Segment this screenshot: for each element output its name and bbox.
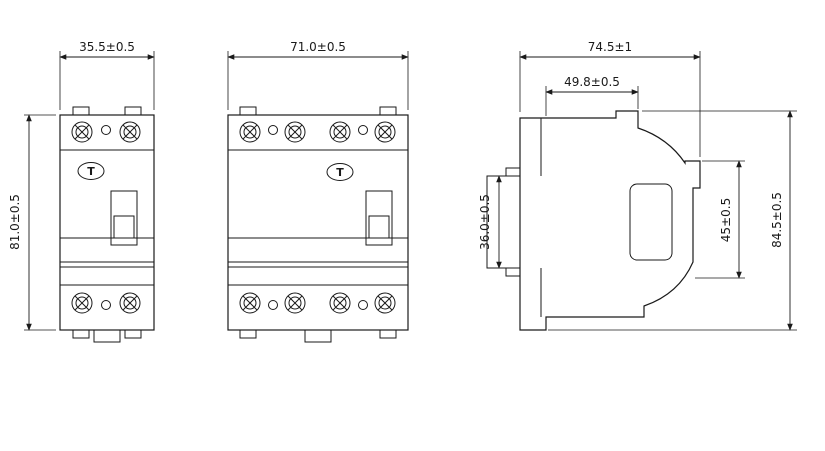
screw-terminal-icon	[284, 292, 306, 314]
mounting-tab	[239, 329, 257, 339]
test-button: T	[77, 162, 105, 180]
mounting-tab	[124, 106, 142, 116]
side-view: 74.5±1 49.8±0.5 36.0±0.5 45±0.5	[478, 40, 797, 331]
toggle-frame	[365, 190, 393, 246]
clip-hook	[505, 267, 521, 277]
dim-label: 74.5±1	[588, 40, 632, 54]
indicator-hole	[268, 125, 278, 135]
test-button-label: T	[87, 165, 95, 178]
screw-terminal-icon	[374, 121, 396, 143]
dim-label: 35.5±0.5	[79, 40, 135, 54]
mounting-tab	[239, 106, 257, 116]
screw-terminal-icon	[119, 292, 141, 314]
toggle-handle	[113, 215, 135, 239]
rail-clip-plate	[486, 175, 521, 269]
mounting-tab	[379, 106, 397, 116]
screw-terminal-icon	[239, 121, 261, 143]
indicator-hole	[358, 300, 368, 310]
dim-side-overall-height: 84.5±0.5	[548, 110, 797, 331]
screw-terminal-icon	[239, 292, 261, 314]
test-button-icon	[326, 163, 354, 181]
toggle-switch	[110, 190, 138, 246]
indicator-hole	[268, 300, 278, 310]
test-button-label: T	[336, 166, 344, 179]
indicator-hole	[101, 125, 111, 135]
screw-terminal-icon	[329, 292, 351, 314]
din-clip	[304, 329, 332, 343]
din-clip	[93, 329, 121, 343]
screw-terminal-icon	[71, 121, 93, 143]
front-view-4pole: T 71.0±0.5	[227, 40, 409, 343]
top-terminals	[71, 121, 141, 143]
screw-terminal-icon	[119, 121, 141, 143]
mounting-tab	[72, 106, 90, 116]
dim-label: 84.5±0.5	[770, 192, 784, 248]
bottom-terminals	[239, 292, 396, 314]
dim-label: 36.0±0.5	[478, 194, 492, 250]
side-profile-outline	[519, 110, 701, 331]
test-button-icon	[77, 162, 105, 180]
dim-4pole-width: 71.0±0.5	[227, 40, 409, 110]
front-view-2pole: T 35.5±0.5	[8, 40, 155, 343]
indicator-hole	[358, 125, 368, 135]
dim-label: 81.0±0.5	[8, 194, 22, 250]
toggle-frame	[110, 190, 138, 246]
mounting-tab	[379, 329, 397, 339]
dim-side-overall-width: 74.5±1	[519, 40, 701, 157]
mounting-tab	[72, 329, 90, 339]
test-button: T	[326, 163, 354, 181]
dim-label: 45±0.5	[719, 198, 733, 242]
dim-label: 71.0±0.5	[290, 40, 346, 54]
front-window	[629, 183, 673, 261]
toggle-switch	[365, 190, 393, 246]
top-terminals	[239, 121, 396, 143]
dim-label: 49.8±0.5	[564, 75, 620, 89]
screw-terminal-icon	[374, 292, 396, 314]
bottom-terminals	[71, 292, 141, 314]
screw-terminal-icon	[329, 121, 351, 143]
mounting-tab	[124, 329, 142, 339]
screw-terminal-icon	[284, 121, 306, 143]
dim-2pole-height: 81.0±0.5	[8, 114, 56, 331]
dim-side-upper-width: 49.8±0.5	[545, 75, 639, 116]
indicator-hole	[101, 300, 111, 310]
screw-terminal-icon	[71, 292, 93, 314]
breaker-body-outline	[59, 114, 155, 331]
dim-side-clip-height: 36.0±0.5	[478, 175, 502, 269]
clip-hook	[505, 167, 521, 177]
dim-side-front-height: 45±0.5	[695, 160, 745, 279]
toggle-handle	[368, 215, 390, 239]
dim-2pole-width: 35.5±0.5	[59, 40, 155, 110]
drawing-root: T 35.5±0.5	[8, 40, 797, 343]
